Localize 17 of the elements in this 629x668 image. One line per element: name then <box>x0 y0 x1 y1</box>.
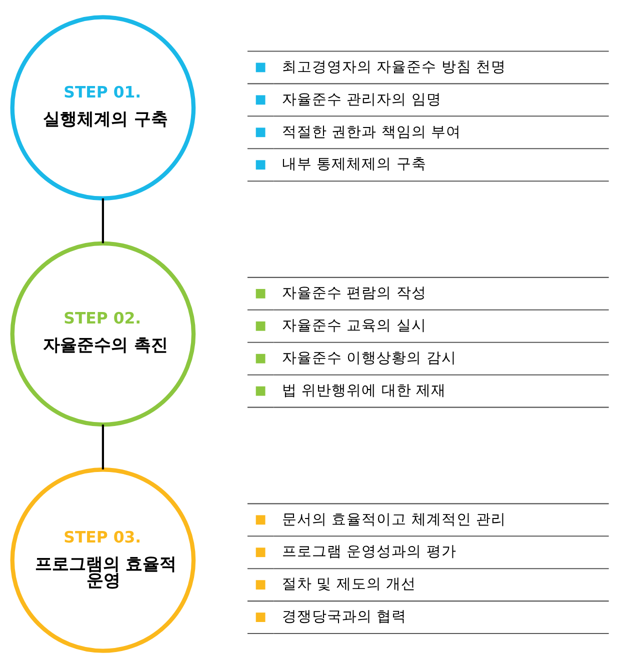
connector <box>102 424 104 470</box>
node-circle: STEP 02. 자율준수의 촉진 <box>10 241 196 427</box>
node-circle: STEP 01. 실행체계의 구축 <box>10 15 196 200</box>
node-label: 최고경영자의 자율준수 방침 천명 <box>282 58 506 76</box>
node-circle: STEP 03. 프로그램의 효율적 운영 <box>10 468 196 653</box>
node-label: 문서의 효율적이고 체계적인 관리 <box>282 510 506 528</box>
node-label: 자율준수 이행상황의 감시 <box>282 349 456 366</box>
connector <box>102 198 104 244</box>
node-label: 적절한 권한과 책임의 부여 <box>282 123 462 140</box>
node-label: 자율준수 관리자의 임명 <box>282 90 442 108</box>
node-label: 내부 통제체제의 구축 <box>282 156 426 173</box>
node-label: 자율준수 교육의 실시 <box>282 317 426 334</box>
node-label: 프로그램 운영성과의 평가 <box>282 543 456 560</box>
node-label: 자율준수 편람의 작성 <box>282 284 426 302</box>
node-label: 법 위반행위에 대한 제재 <box>282 382 446 399</box>
node-label: 경쟁당국과의 협력 <box>282 608 407 626</box>
node-label: 절차 및 제도의 개선 <box>282 576 416 593</box>
